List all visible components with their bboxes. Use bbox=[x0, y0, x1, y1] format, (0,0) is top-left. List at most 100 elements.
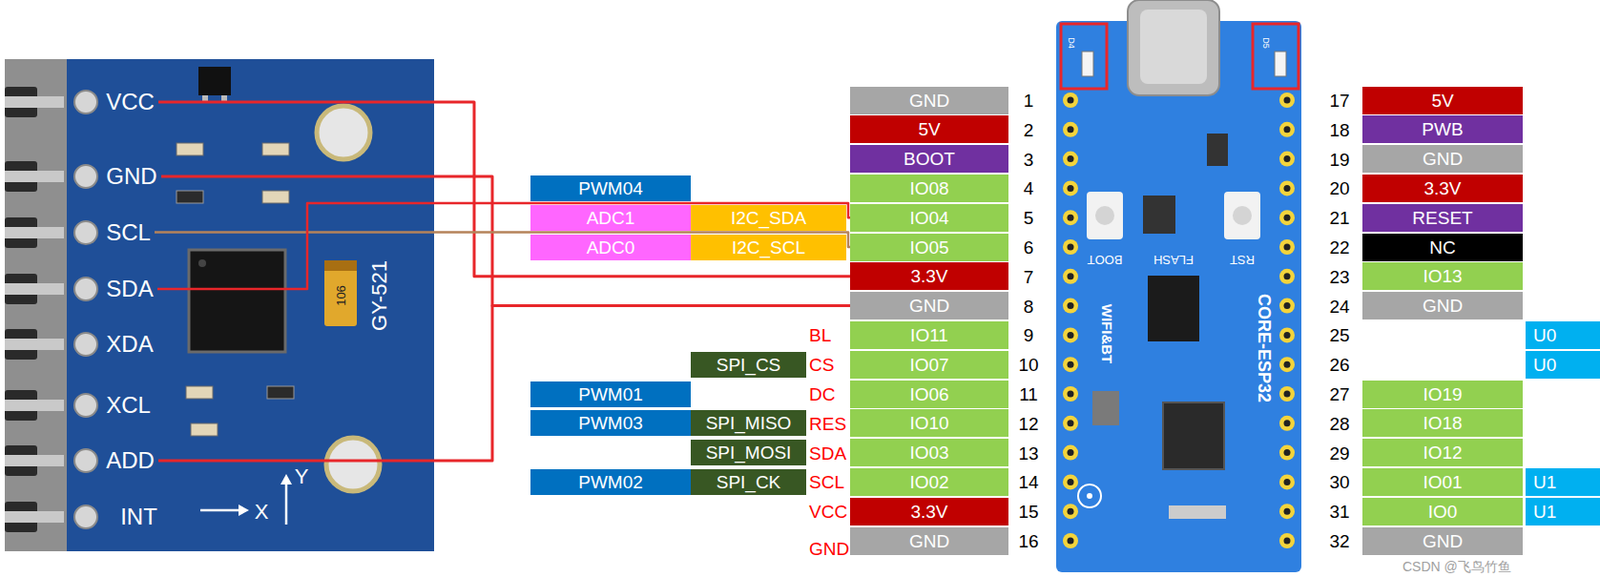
pin-number: 23 bbox=[1329, 267, 1350, 286]
led-highlight bbox=[1252, 23, 1299, 89]
mounting-hole bbox=[316, 105, 371, 160]
board-pad bbox=[1279, 503, 1295, 520]
board-pad bbox=[1062, 533, 1079, 549]
pin-box: IO05 bbox=[850, 233, 1009, 262]
header-pin bbox=[4, 399, 64, 412]
esp32-board bbox=[1056, 20, 1302, 573]
board-pad bbox=[1062, 209, 1079, 226]
board-pad bbox=[1062, 239, 1079, 255]
node-text: I2C_SDA bbox=[730, 208, 807, 228]
node-text: 5V bbox=[1431, 91, 1454, 110]
boot-button bbox=[1086, 191, 1123, 240]
board-pad bbox=[1062, 151, 1079, 167]
node-text: IO07 bbox=[909, 355, 949, 375]
pin-box: PWB bbox=[1362, 115, 1523, 144]
regulator-leg bbox=[202, 95, 208, 102]
node-text: SCL bbox=[105, 221, 151, 245]
pin-number: 26 bbox=[1329, 355, 1350, 375]
board-pad bbox=[1279, 386, 1295, 402]
node-text: PWM01 bbox=[578, 385, 644, 404]
signal-tag: SPI_MOSI bbox=[690, 439, 807, 466]
axis-label: Y bbox=[294, 466, 310, 488]
signal-tag: PWM04 bbox=[530, 175, 691, 202]
pin-number: 15 bbox=[1018, 502, 1039, 521]
pin-box: IO12 bbox=[1362, 438, 1523, 467]
smd-part bbox=[190, 423, 218, 437]
board-pad bbox=[1062, 327, 1079, 343]
header-pin bbox=[4, 170, 64, 183]
node-text: ADC1 bbox=[586, 208, 636, 228]
solder-pad bbox=[74, 277, 98, 301]
pin-box: IO18 bbox=[1362, 409, 1523, 437]
pin-number: 14 bbox=[1018, 473, 1039, 492]
solder-pad bbox=[74, 449, 98, 473]
board-pad bbox=[1279, 122, 1295, 138]
board-pad bbox=[1062, 356, 1079, 373]
pin-box: GND bbox=[1362, 527, 1523, 556]
header-pin bbox=[4, 338, 64, 351]
lcd-pin-label: BL bbox=[809, 326, 832, 345]
board-pad bbox=[1062, 474, 1079, 490]
sensor-board bbox=[66, 59, 435, 552]
node-text: IO04 bbox=[909, 208, 949, 228]
pin-box: IO11 bbox=[850, 321, 1009, 350]
smd-part bbox=[186, 386, 213, 399]
board-pad bbox=[1279, 533, 1295, 549]
pin-box: GND bbox=[850, 291, 1009, 320]
node-text: NC bbox=[1429, 238, 1455, 257]
esp32-chip bbox=[1163, 402, 1225, 470]
node-text: I2C_SCL bbox=[731, 238, 806, 257]
pin-box: NC bbox=[1362, 233, 1523, 262]
header-pin bbox=[4, 283, 64, 295]
lcd-pin-label: GND bbox=[809, 540, 850, 559]
capacitor-band bbox=[324, 260, 357, 271]
node-text: IO10 bbox=[909, 414, 949, 433]
pin-number: 12 bbox=[1018, 414, 1039, 433]
lcd-pin-label: SDA bbox=[809, 443, 847, 462]
solder-pad bbox=[74, 165, 98, 188]
pin-number: 16 bbox=[1018, 532, 1039, 551]
board-pad bbox=[1279, 327, 1295, 343]
signal-tag: I2C_SDA bbox=[690, 205, 847, 231]
node-text: IO19 bbox=[1422, 385, 1462, 404]
pin-box: 3.3V bbox=[1362, 174, 1523, 203]
node-text: RESET bbox=[1412, 208, 1473, 228]
board-pad bbox=[1062, 386, 1079, 402]
pin-box: 5V bbox=[850, 115, 1009, 144]
board-pad bbox=[1062, 445, 1079, 461]
node-text: IO01 bbox=[1422, 473, 1462, 492]
ground-wire bbox=[161, 176, 851, 307]
pin-number: 17 bbox=[1329, 91, 1350, 110]
button-cap bbox=[1095, 206, 1115, 226]
node-text: IO13 bbox=[1422, 267, 1462, 286]
solder-pad bbox=[74, 394, 98, 417]
module-marking: GY-521 bbox=[369, 260, 391, 332]
node-text: PWM03 bbox=[578, 414, 644, 433]
uart-tag: U0 bbox=[1525, 351, 1600, 379]
node-text: IO06 bbox=[909, 385, 949, 404]
node-text: GND bbox=[105, 165, 157, 188]
pin-box: IO01 bbox=[1362, 468, 1523, 497]
node-text: SPI_CS bbox=[716, 355, 782, 375]
pin-label: INT bbox=[116, 502, 162, 532]
header-pin bbox=[4, 511, 64, 523]
pin-box: 5V bbox=[1362, 86, 1523, 115]
uart-tag: U1 bbox=[1525, 468, 1600, 497]
node-text: IO12 bbox=[1422, 443, 1462, 462]
axis-arrow bbox=[285, 484, 289, 525]
sensor-chip bbox=[188, 249, 286, 353]
signal-tag: PWM03 bbox=[530, 410, 691, 437]
pin-box: GND bbox=[850, 527, 1009, 556]
board-pad bbox=[1279, 445, 1295, 461]
node-text: 3.3V bbox=[910, 502, 948, 521]
pin-box: IO10 bbox=[850, 409, 1009, 437]
silkscreen-text: BOOT bbox=[1087, 253, 1123, 267]
chip-dot bbox=[198, 259, 207, 268]
axis-arrowhead bbox=[280, 474, 292, 485]
pin-number: 22 bbox=[1329, 238, 1350, 257]
node-text: ADD bbox=[105, 449, 155, 473]
address-wire bbox=[158, 306, 851, 461]
pin-number: 25 bbox=[1329, 326, 1350, 345]
node-text: IO0 bbox=[1428, 502, 1458, 521]
antenna-symbol bbox=[1078, 484, 1102, 508]
